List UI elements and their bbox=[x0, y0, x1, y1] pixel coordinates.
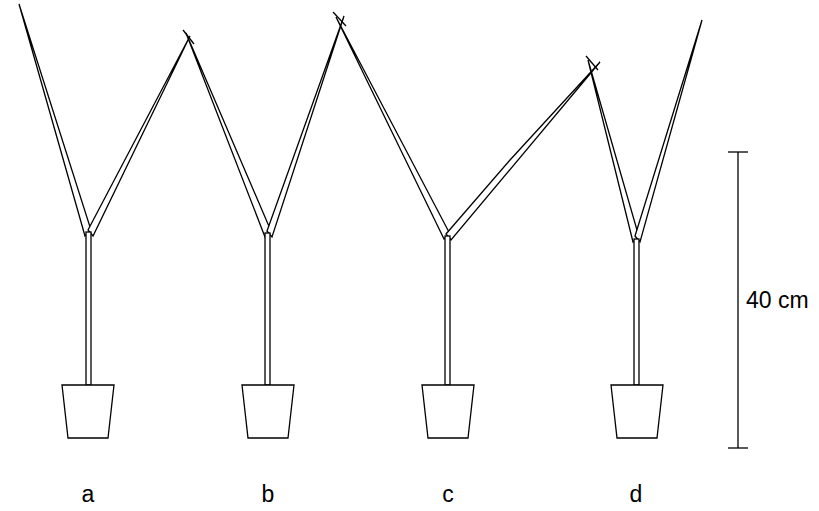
leaf bbox=[19, 4, 91, 236]
leaf bbox=[186, 33, 271, 237]
scale-bar bbox=[737, 152, 738, 448]
leaf-tip-cross bbox=[333, 12, 346, 26]
scale-bar-tick bbox=[728, 151, 748, 152]
leaf bbox=[267, 16, 344, 237]
stem bbox=[86, 232, 91, 385]
pot bbox=[422, 385, 474, 438]
leaf bbox=[446, 62, 600, 240]
scale-label: 40 cm bbox=[746, 289, 809, 312]
pot bbox=[242, 385, 294, 438]
scale-bar-tick bbox=[728, 447, 748, 448]
leaf bbox=[588, 60, 639, 242]
stem bbox=[445, 236, 450, 385]
plant-letter: c bbox=[442, 483, 454, 506]
pot bbox=[611, 385, 663, 438]
stem bbox=[634, 239, 639, 385]
leaf bbox=[336, 17, 450, 239]
pot bbox=[62, 385, 114, 438]
leaf bbox=[635, 20, 702, 242]
plant-letter: b bbox=[262, 483, 275, 506]
stem bbox=[265, 233, 270, 385]
plant-letter: d bbox=[630, 483, 643, 506]
plant-letter: a bbox=[82, 483, 95, 506]
leaf-tip-cross bbox=[586, 56, 598, 70]
leaf bbox=[88, 36, 190, 236]
leaf-tip-cross bbox=[183, 30, 194, 44]
